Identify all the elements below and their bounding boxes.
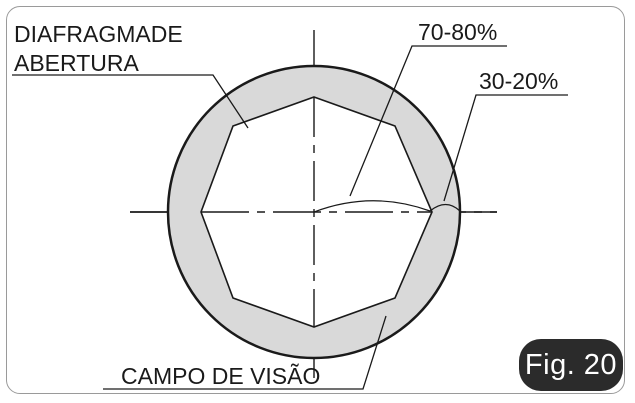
leader-aperture-diaphragm [12, 74, 249, 129]
label-field-of-view: CAMPO DE VISÃO [121, 363, 320, 389]
leader-field-of-view [103, 315, 387, 390]
leader-percent-inner [349, 45, 507, 197]
outer-measure-arc [429, 203, 461, 212]
label-aperture-diaphragm-line1: DIAFRAGMADE [14, 21, 183, 47]
figure-frame [6, 6, 625, 394]
inner-measure-arc [313, 200, 431, 213]
label-percent-inner: 70-80% [418, 19, 497, 45]
label-aperture-diaphragm-line2: ABERTURA [14, 50, 139, 76]
label-percent-outer: 30-20% [479, 68, 558, 94]
leader-percent-outer [443, 94, 568, 202]
figure-number-badge: Fig. 20 [519, 339, 623, 391]
